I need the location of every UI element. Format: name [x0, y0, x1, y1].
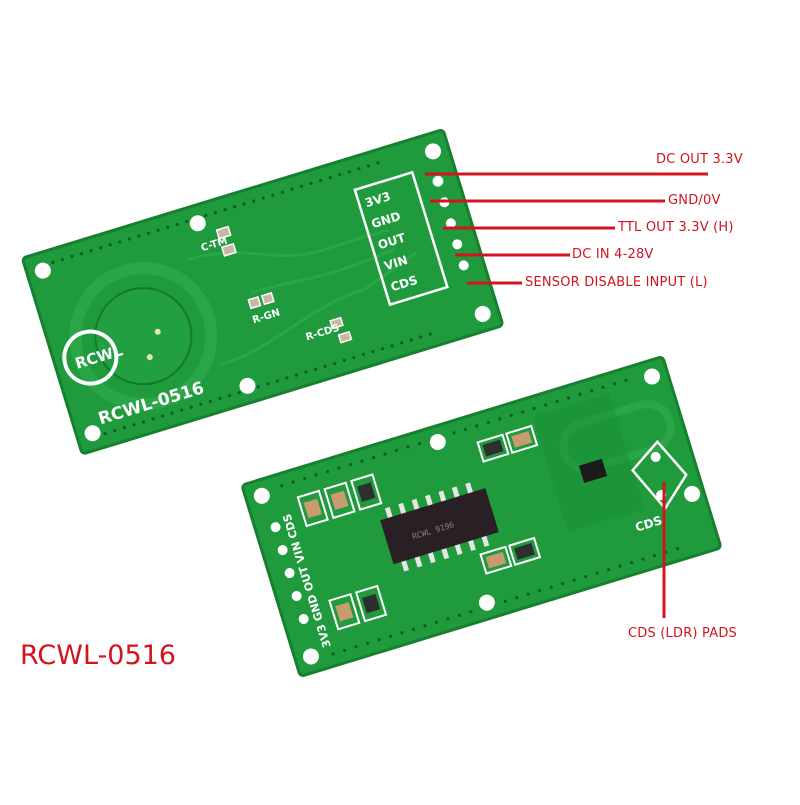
callout-dc-out: DC OUT 3.3V — [656, 152, 743, 167]
front-board: RCWL RCWL-0516 C-TM R-GN R-CDS 3V3 GND O… — [21, 128, 504, 455]
ic-chip — [380, 488, 499, 565]
back-board: 3V3 GND OUT VIN CDS RCWL 9196 — [241, 356, 722, 677]
callout-ttl-out: TTL OUT 3.3V (H) — [618, 220, 734, 235]
callout-sensor-disable: SENSOR DISABLE INPUT (L) — [525, 275, 708, 290]
transistor — [578, 458, 608, 484]
module-title: RCWL-0516 — [20, 640, 176, 671]
callout-cds-pads: CDS (LDR) PADS — [628, 626, 737, 641]
cds-pad-outline — [630, 439, 688, 511]
callout-gnd: GND/0V — [668, 193, 721, 208]
front-pin-vin: VIN — [383, 253, 410, 273]
callout-dc-in: DC IN 4-28V — [572, 247, 654, 262]
callout-lines — [425, 172, 708, 618]
